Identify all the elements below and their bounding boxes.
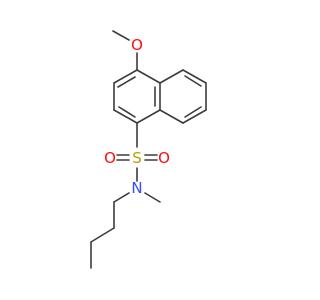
bond-butyl-c2-c3 (90, 227, 115, 243)
bond-n-methyl (144, 192, 161, 203)
methoxy-oxygen-label: O (131, 36, 143, 54)
atom-labels: O S O O N (104, 36, 170, 197)
bond-c7-c8-double (184, 106, 202, 118)
bonds (90, 30, 207, 269)
bond-n-butyl-c1 (113, 192, 130, 203)
bond-c1-c8a (136, 109, 161, 124)
bond-c4a-c5 (159, 69, 184, 84)
bond-c5-c6 (182, 69, 207, 84)
bond-c2-c1-double (118, 106, 136, 118)
bond-c2-c1 (113, 109, 138, 124)
bond-methyl-o (112, 30, 130, 41)
sulfonyl-oxygen-left-label: O (104, 149, 116, 167)
bond-c3-c3-double (117, 76, 136, 88)
sulfonyl-oxygen-right-label: O (158, 149, 170, 167)
bond-c7-c8 (182, 109, 207, 124)
chemical-structure: O S O O N (90, 30, 207, 269)
bond-c8-c8a (159, 109, 184, 124)
bond-c4a-c4 (136, 69, 161, 84)
nitrogen-label: N (131, 179, 142, 197)
bond-c5-c6-double (184, 75, 202, 87)
bond-c4-c3 (113, 69, 138, 84)
sulfur-label: S (132, 149, 142, 167)
